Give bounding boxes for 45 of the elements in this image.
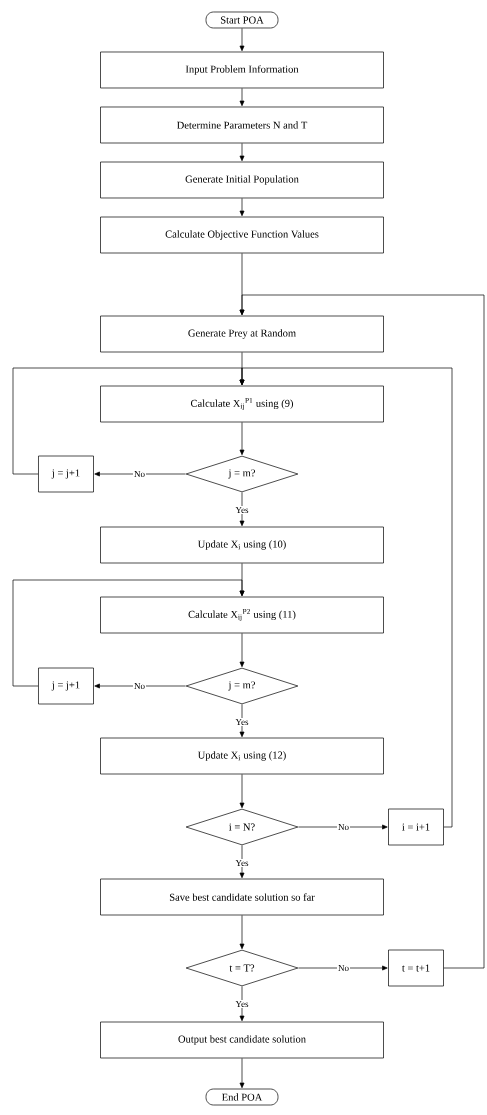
process-box: t = t+1 (388, 949, 444, 987)
arrow (239, 915, 245, 950)
terminal-box: Start POA (205, 11, 279, 29)
edge-label: No (133, 470, 146, 478)
arrow (239, 774, 245, 809)
arrow (239, 198, 245, 217)
edge-label: Yes (234, 506, 250, 514)
arrow (239, 367, 453, 828)
arrow (298, 965, 388, 971)
arrow (94, 683, 186, 689)
arrow (239, 294, 485, 969)
edge-label: Yes (234, 859, 250, 867)
arrow (298, 824, 388, 830)
arrow (12, 579, 245, 687)
arrow (239, 492, 245, 527)
process-box: i = i+1 (388, 808, 444, 846)
process-box: Generate Prey at Random (100, 315, 384, 353)
arrow (239, 88, 245, 107)
process-box: Determine Parameters N and T (100, 106, 384, 144)
process-box: j = j+1 (38, 455, 94, 493)
process-box: Input Problem Information (100, 51, 384, 89)
process-box: Calculate X$_{ij}$$^{P1}$ using (9) (100, 385, 384, 423)
arrow (239, 1058, 245, 1089)
process-box: j = j+1 (38, 667, 94, 705)
arrow (239, 28, 245, 52)
terminal-box: End POA (205, 1088, 279, 1106)
process-box: Generate Initial Population (100, 161, 384, 199)
process-box: Calculate Objective Function Values (100, 216, 384, 254)
edge-label: Yes (234, 718, 250, 726)
edge-label: No (133, 682, 146, 690)
process-box: Update X$_{i}$ using (10) (100, 526, 384, 564)
edge-label: Yes (234, 1000, 250, 1008)
arrow (239, 704, 245, 738)
process-box: Output best candidate solution (100, 1021, 384, 1059)
arrow (94, 471, 186, 477)
edge-label: No (337, 964, 350, 972)
arrow (239, 422, 245, 456)
arrow (239, 845, 245, 879)
arrow (239, 986, 245, 1022)
arrow (239, 143, 245, 162)
process-box: Update X$_{i}$ using (12) (100, 737, 384, 775)
process-box: Calculate X$_{ij}$$^{P2}$ using (11) (100, 596, 384, 634)
edge-label: No (337, 823, 350, 831)
arrow (239, 633, 245, 668)
process-box: Save best candidate solution so far (100, 878, 384, 916)
